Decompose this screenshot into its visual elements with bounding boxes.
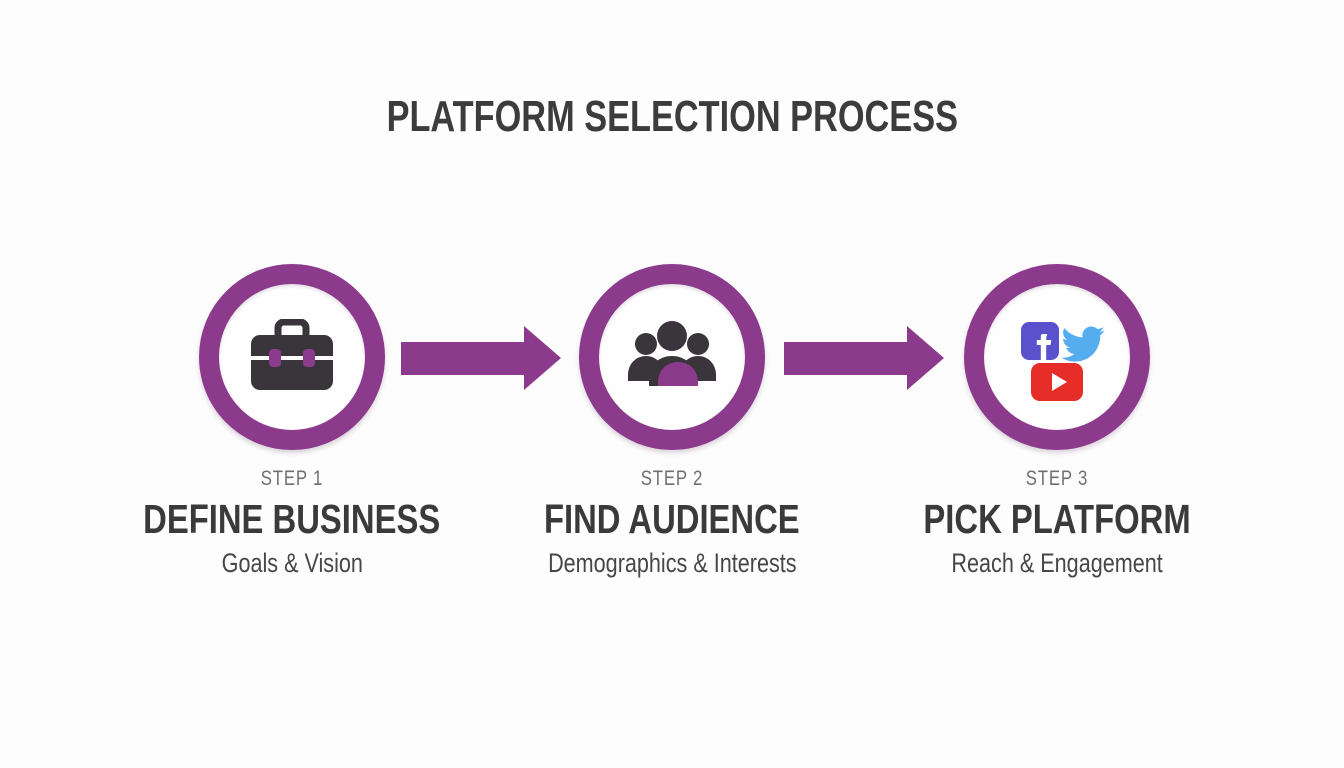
facebook-icon — [1021, 322, 1059, 360]
step-2-title: FIND AUDIENCE — [544, 496, 800, 542]
step-3-column: STEP 3 PICK PLATFORM Reach & Engagement — [867, 264, 1247, 578]
step-3-circle — [964, 264, 1150, 450]
youtube-icon — [1031, 363, 1083, 401]
step-2-circle — [579, 264, 765, 450]
page-title-text: PLATFORM SELECTION PROCESS — [386, 92, 958, 141]
twitter-icon — [1061, 326, 1105, 362]
step-2-subtitle: Demographics & Interests — [547, 548, 797, 578]
step-3-subtitle: Reach & Engagement — [951, 548, 1163, 578]
play-icon — [1051, 373, 1067, 391]
step-1-label: STEP 1 — [260, 467, 324, 490]
briefcase-icon — [250, 318, 334, 396]
step-3-label: STEP 3 — [1025, 467, 1089, 490]
step-3-title: PICK PLATFORM — [923, 496, 1191, 542]
step-1-title: DEFINE BUSINESS — [143, 496, 441, 542]
step-1-circle — [199, 264, 385, 450]
step-2-label: STEP 2 — [640, 467, 704, 490]
audience-icon — [626, 319, 718, 396]
social-platforms-icon — [984, 284, 1130, 430]
step-1-column: STEP 1 DEFINE BUSINESS Goals & Vision — [102, 264, 482, 578]
page-title: PLATFORM SELECTION PROCESS — [0, 94, 1344, 140]
step-1-subtitle: Goals & Vision — [221, 548, 363, 578]
step-2-column: STEP 2 FIND AUDIENCE Demographics & Inte… — [482, 264, 862, 578]
